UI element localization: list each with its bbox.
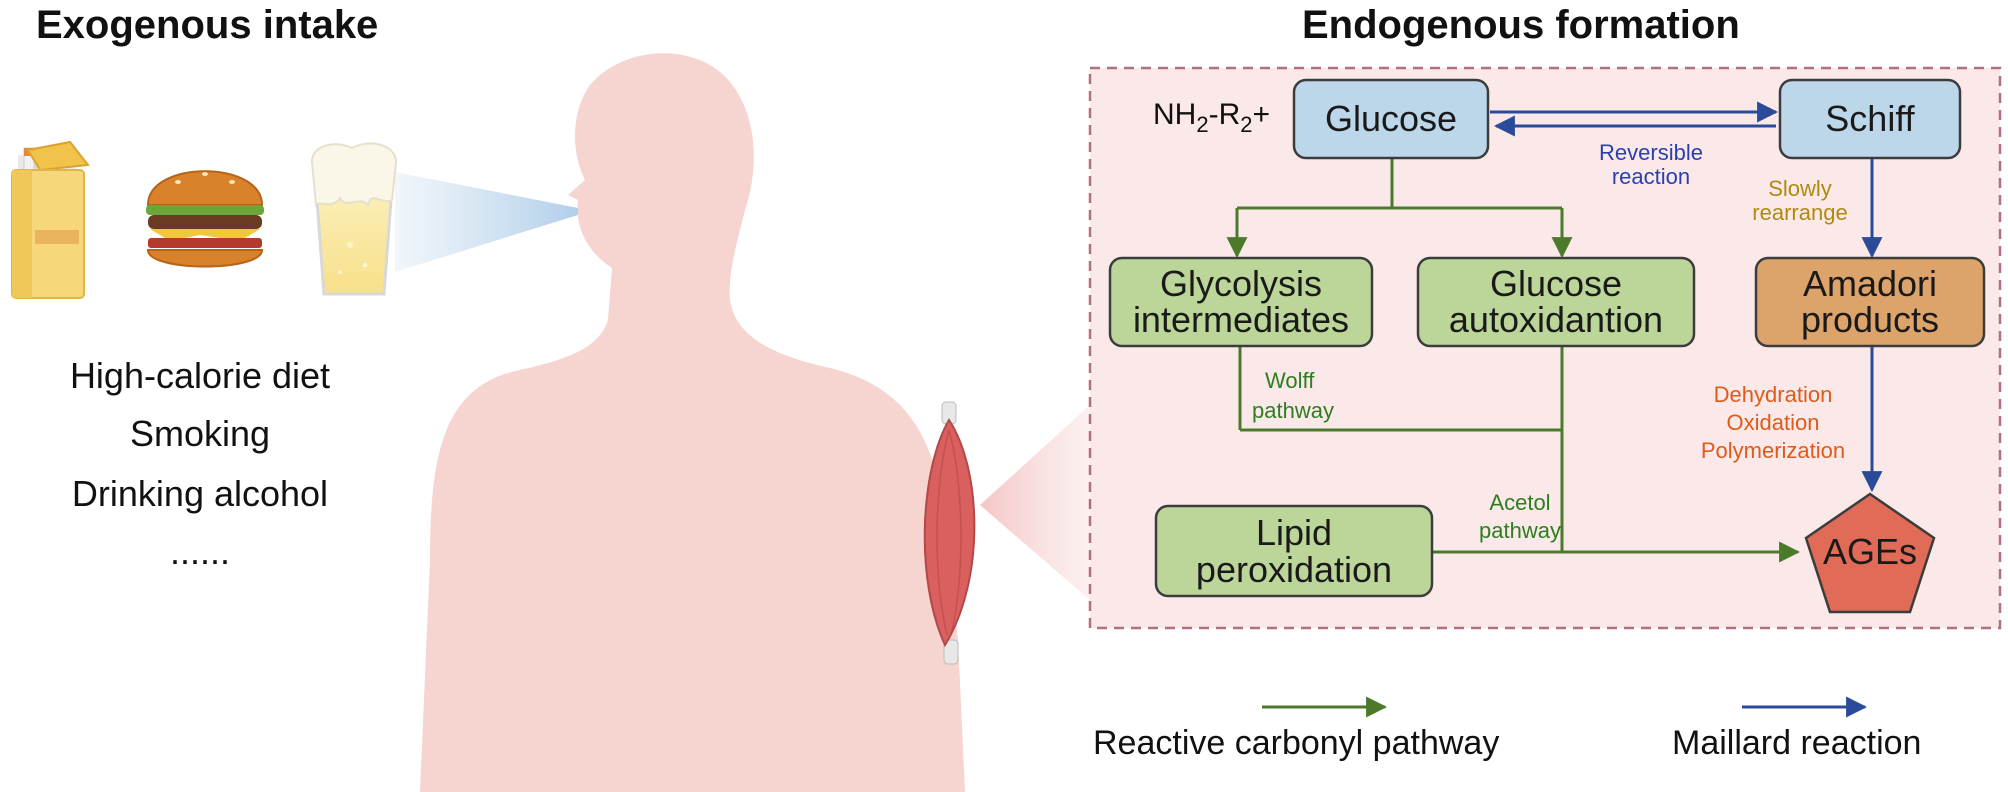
acetol-label-line2: pathway	[1479, 518, 1561, 543]
reversible-label-line1: Reversible	[1599, 140, 1703, 165]
beer-glass-icon	[310, 142, 398, 296]
maillard-step-polymerization: Polymerization	[1701, 438, 1845, 463]
intake-item: Smoking	[130, 413, 270, 454]
schiff-label: Schiff	[1825, 98, 1915, 139]
legend: Reactive carbonyl pathway Maillard react…	[1093, 696, 1921, 762]
legend-carbonyl-label: Reactive carbonyl pathway	[1093, 724, 1499, 762]
wolff-label-line2: pathway	[1252, 398, 1334, 423]
autoxidation-node: Glucose autoxidantion	[1416, 256, 1696, 348]
maillard-connectors	[1490, 101, 1883, 493]
maillard-step-dehydration: Dehydration	[1714, 382, 1833, 407]
glucose-node: Glucose	[1292, 78, 1490, 160]
lipid-label-line1: Lipid	[1256, 512, 1332, 553]
ages-label: AGEs	[1823, 531, 1917, 572]
amadori-label-line1: Amadori	[1803, 263, 1937, 304]
intake-item: ......	[170, 531, 230, 572]
lipid-label-line2: peroxidation	[1196, 549, 1392, 590]
slowly-label-line1: Slowly	[1768, 176, 1832, 201]
autoxidation-label-line2: autoxidantion	[1449, 299, 1663, 340]
heading-exogenous: Exogenous intake	[36, 3, 378, 47]
human-silhouette-icon	[420, 53, 965, 792]
hamburger-icon	[146, 170, 264, 268]
glycolysis-label-line1: Glycolysis	[1160, 263, 1322, 304]
reversible-label-line2: reaction	[1612, 164, 1690, 189]
maillard-step-oxidation: Oxidation	[1727, 410, 1820, 435]
glucose-label: Glucose	[1325, 98, 1457, 139]
heading-endogenous: Endogenous formation	[1302, 3, 1740, 47]
glycolysis-node: Glycolysis intermediates	[1108, 256, 1374, 348]
amadori-label-line2: products	[1801, 299, 1939, 340]
lipid-node: Lipid peroxidation	[1154, 504, 1434, 598]
wolff-label-line1: Wolff	[1265, 368, 1315, 393]
acetol-label-line1: Acetol	[1489, 490, 1550, 515]
ages-node: AGEs	[1804, 492, 1936, 614]
intake-item: High-calorie diet	[70, 355, 330, 396]
glycolysis-label-line2: intermediates	[1133, 299, 1349, 340]
cigarette-pack-icon	[11, 140, 90, 299]
schiff-node: Schiff	[1778, 78, 1962, 160]
slowly-label-line2: rearrange	[1752, 200, 1847, 225]
arm-muscle-icon	[923, 401, 976, 665]
zoom-beam	[980, 405, 1090, 600]
intake-beam	[395, 172, 578, 272]
carbonyl-connectors	[1226, 158, 1801, 563]
intake-item: Drinking alcohol	[72, 473, 328, 514]
autoxidation-label-line1: Glucose	[1490, 263, 1622, 304]
reactant-label: NH2-R2+	[1153, 98, 1270, 137]
amadori-node: Amadori products	[1754, 256, 1986, 348]
legend-maillard-label: Maillard reaction	[1672, 724, 1921, 762]
